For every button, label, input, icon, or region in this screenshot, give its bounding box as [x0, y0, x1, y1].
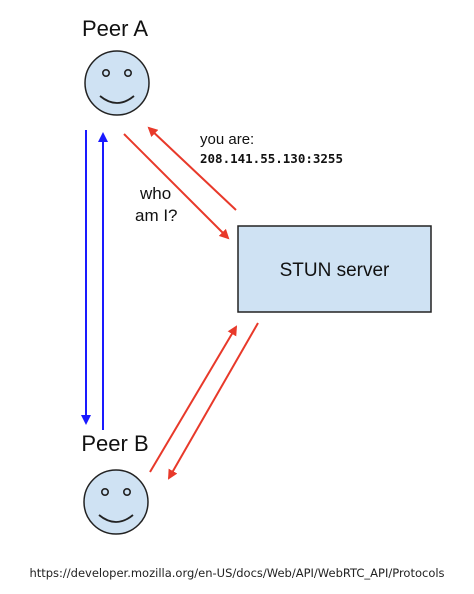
peer-a-label: Peer A	[82, 16, 148, 41]
request-line-1: who	[139, 184, 171, 203]
peer-b-label: Peer B	[81, 431, 148, 456]
response-prefix: you are:	[200, 131, 254, 148]
source-url: https://developer.mozilla.org/en-US/docs…	[29, 566, 445, 580]
stun-server-label: STUN server	[280, 260, 390, 281]
stun-server-box	[237, 225, 432, 313]
server-response-arrow	[147, 126, 237, 211]
server-to-peer-b-arrow	[168, 322, 259, 480]
peer-b-request-arrow	[149, 325, 238, 473]
peer-a-face-icon	[84, 50, 150, 116]
request-line-2: am I?	[135, 206, 178, 225]
peer-b-face-icon	[83, 469, 149, 535]
response-address: 208.141.55.130:3255	[200, 151, 343, 166]
peer-a-request-arrow	[123, 133, 230, 240]
